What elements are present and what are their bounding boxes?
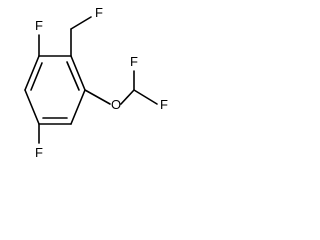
bond-chf2-f-right <box>133 89 158 105</box>
ring-bond-c2-c3 <box>70 55 86 91</box>
atom-f-chf2-right: F <box>160 97 168 112</box>
bond-c3-o <box>84 89 111 105</box>
atom-f-top-left: F <box>35 18 43 33</box>
molecule-structure: F F O F F F <box>24 5 168 160</box>
ring-bond-c5-c6 <box>24 89 40 125</box>
atom-f-chf2-top: F <box>130 54 138 69</box>
ring-bond-c3-c4 <box>70 89 86 125</box>
ring-double-bond-c2-c3 <box>66 61 80 91</box>
benzene-ring <box>24 55 86 125</box>
ring-double-bond-c1-c6 <box>30 62 43 91</box>
bond-ch2-f <box>70 16 92 30</box>
atom-o-ether: O <box>111 97 121 112</box>
ring-bond-c6-c1 <box>24 55 40 91</box>
atom-f-ch2f: F <box>95 5 103 20</box>
atom-f-bottom-left: F <box>35 145 43 160</box>
bond-o-chf2 <box>120 89 135 105</box>
